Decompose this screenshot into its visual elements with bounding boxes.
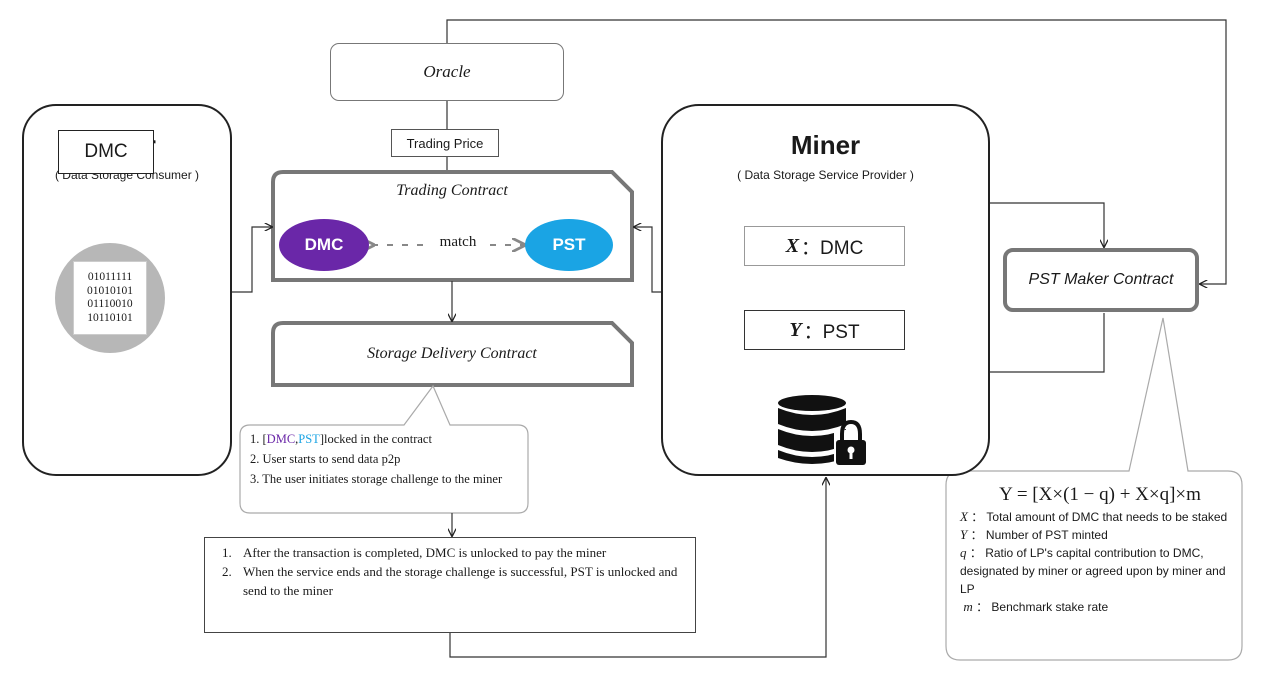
- payment-item: When the service ends and the storage ch…: [235, 562, 687, 600]
- match-label: match: [439, 234, 477, 250]
- formula-def-y: Y ： Number of PST minted: [960, 527, 1108, 542]
- trading-contract-title: Trading Contract: [396, 182, 508, 199]
- storage-contract-frame: [271, 321, 634, 387]
- formula-def-m: m ： Benchmark stake rate: [963, 599, 1109, 614]
- callout-item: 1. [DMC,PST]locked in the contract: [250, 432, 432, 446]
- pst-token-pill: PST: [525, 219, 613, 271]
- oracle-box: Oracle: [330, 43, 564, 101]
- callout-list: 1. [DMC,PST]locked in the contract 2. Us…: [250, 429, 530, 489]
- oracle-label: Oracle: [423, 62, 471, 81]
- binary-line: 10110101: [87, 311, 133, 324]
- formula-bubble: [945, 317, 1243, 661]
- dmc-token-pill: DMC: [279, 219, 369, 271]
- user-dmc-label: DMC: [84, 141, 128, 162]
- pst-maker-title: PST Maker Contract: [1028, 271, 1174, 288]
- database-lock-icon: [778, 395, 868, 466]
- binary-line: 01110010: [87, 298, 133, 310]
- pst-token-label: PST: [552, 235, 586, 254]
- trading-price-label: Trading Price: [406, 135, 484, 151]
- trading-price-box: Trading Price: [391, 129, 499, 157]
- x-var: X: [785, 234, 800, 257]
- binary-line: 01011111: [87, 271, 133, 283]
- x-dmc-box: X ：DMC: [744, 226, 905, 266]
- callout-item: 2. User starts to send data p2p: [250, 452, 401, 466]
- binary-line: 01010101: [87, 284, 133, 297]
- callout-item: 3. The user initiates storage challenge …: [250, 472, 503, 486]
- miner-title: Miner: [790, 130, 861, 160]
- pst-maker-contract-box: PST Maker Contract: [1003, 248, 1199, 312]
- y-var: Y: [789, 318, 802, 341]
- payment-item: After the transaction is completed, DMC …: [235, 543, 687, 562]
- formula-def-q: q ： Ratio of LP's capital contribution t…: [960, 545, 1226, 596]
- miner-subtitle: ( Data Storage Service Provider ): [737, 168, 914, 182]
- callout-bubble: [239, 384, 529, 514]
- formula-def-x: X ： Total amount of DMC that needs to be…: [960, 509, 1228, 524]
- pst-formula: Y = [X×(1 − q) + X×q]×m: [999, 484, 1201, 505]
- storage-contract-title: Storage Delivery Contract: [367, 345, 537, 362]
- y-pst-box: Y ：PST: [744, 310, 905, 350]
- callout-dmc: DMC: [266, 432, 296, 446]
- binary-data-icon: 01011111 01010101 01110010 10110101: [73, 261, 147, 335]
- callout-pst: PST: [298, 432, 320, 446]
- payment-box: After the transaction is completed, DMC …: [204, 537, 696, 633]
- x-label: ：DMC: [801, 237, 864, 259]
- user-dmc-box: DMC: [58, 130, 154, 174]
- formula-legend: Y = [X×(1 − q) + X×q]×m X ： Total amount…: [960, 484, 1240, 616]
- dmc-token-label: DMC: [304, 235, 344, 254]
- y-label: ：PST: [803, 321, 860, 343]
